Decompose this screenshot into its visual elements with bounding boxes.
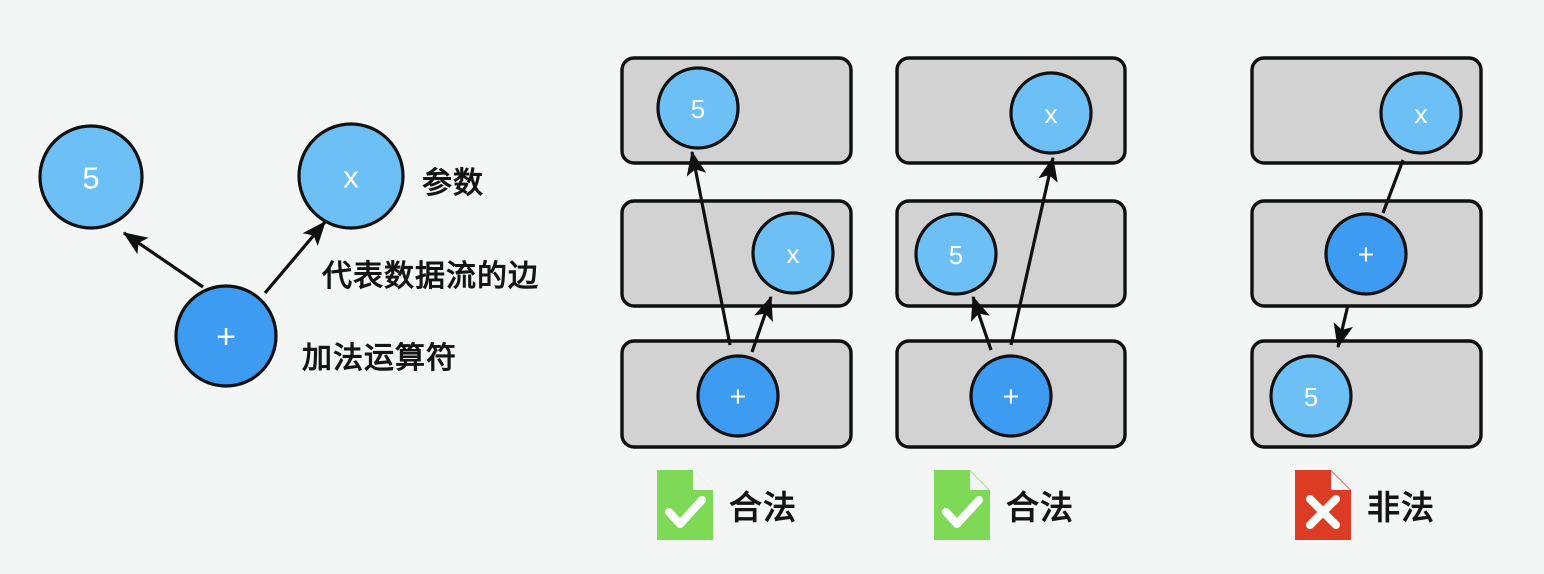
example-1-verdict: 合法: [657, 470, 797, 540]
example-3-edge-plus-to-five: [1333, 304, 1353, 349]
example-3-node-five-label: 5: [1304, 382, 1318, 412]
example-3-verdict: 非法: [1295, 470, 1435, 540]
legend-node-add-operator: +: [174, 284, 278, 388]
example-2-node-x-label: x: [1045, 99, 1058, 129]
example-1-edge-plus-to-five: [686, 150, 732, 346]
example-1-node-x-label: x: [787, 239, 800, 269]
legend-node-literal-five: 5: [38, 124, 144, 230]
legend-annotation-parameter: 参数: [422, 166, 484, 201]
example-2-node-plus-label: +: [1003, 381, 1020, 413]
example-3-group: x + 5: [1250, 56, 1483, 449]
example-3-node-x: x: [1379, 71, 1463, 155]
legend-edge-plus-to-x: [263, 220, 327, 295]
example-3-node-five: 5: [1269, 354, 1353, 438]
example-1-node-five: 5: [656, 66, 740, 150]
example-2-group: x 5 +: [895, 56, 1127, 449]
legend-annotation-dataflow-edge: 代表数据流的边: [322, 259, 539, 294]
example-2-node-plus: +: [969, 354, 1053, 438]
legend-edge-plus-to-five: [122, 231, 204, 289]
example-3-verdict-label: 非法: [1367, 488, 1435, 527]
example-2-verdict: 合法: [934, 470, 1074, 540]
example-3-node-x-label: x: [1415, 99, 1428, 129]
document-check-icon: [934, 470, 990, 540]
example-2-verdict-label: 合法: [1006, 488, 1074, 527]
example-2-edge-plus-to-x: [1009, 156, 1058, 346]
example-3-node-plus: +: [1324, 212, 1408, 296]
example-1-verdict-label: 合法: [729, 488, 797, 527]
example-2-node-x: x: [1009, 71, 1093, 155]
example-1-node-x: x: [751, 211, 835, 295]
example-1-edge-plus-to-x: [750, 295, 773, 353]
example-1-group: 5 x +: [620, 56, 853, 449]
legend-node-literal-five-label: 5: [82, 161, 99, 196]
legend-node-parameter-x-label: x: [343, 160, 359, 195]
example-2-node-five: 5: [914, 212, 998, 296]
example-2-node-five-label: 5: [949, 240, 963, 270]
legend-annotation-add-operator: 加法运算符: [302, 341, 457, 376]
document-check-icon: [657, 470, 713, 540]
legend-node-add-operator-label: +: [216, 318, 236, 356]
example-1-node-plus-label: +: [730, 381, 747, 413]
example-1-node-plus: +: [696, 354, 780, 438]
example-3-edge-x-to-plus: [1381, 159, 1405, 214]
document-cross-icon: [1295, 470, 1351, 540]
legend-node-parameter-x: x: [297, 122, 405, 230]
example-3-node-plus-label: +: [1358, 239, 1375, 271]
example-2-edge-plus-to-five: [971, 295, 993, 351]
example-1-node-five-label: 5: [691, 94, 705, 124]
